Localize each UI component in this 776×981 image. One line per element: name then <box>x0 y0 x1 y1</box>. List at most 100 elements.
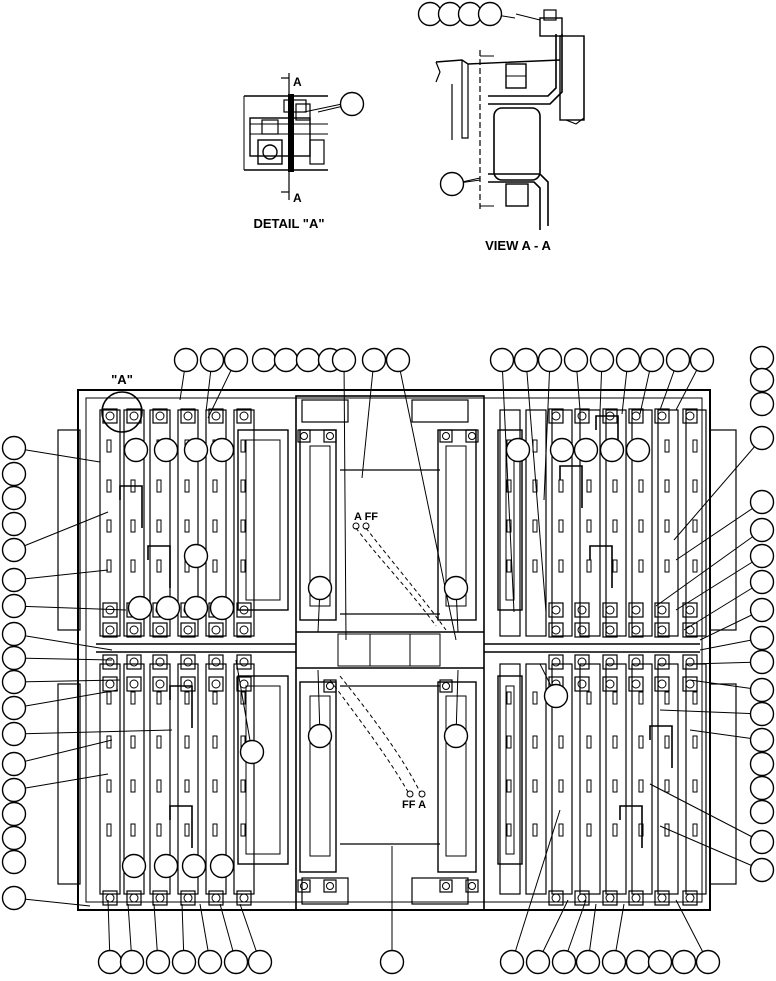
bolt <box>602 622 618 638</box>
callout-balloon <box>223 347 249 373</box>
slot <box>692 479 698 493</box>
callout-balloon <box>385 347 411 373</box>
side-panel-inner <box>245 439 281 601</box>
bolt <box>208 676 224 692</box>
callout-balloon <box>573 437 599 463</box>
bolt-hole <box>239 679 249 689</box>
callout-balloon <box>443 723 469 749</box>
slot <box>558 823 564 837</box>
side-bracket <box>709 683 737 885</box>
slot <box>664 735 670 749</box>
bolt <box>236 890 252 906</box>
bolt-hole <box>685 605 695 615</box>
contactor-strip <box>579 663 601 895</box>
bolt-hole <box>239 893 249 903</box>
callout-balloon <box>749 775 775 801</box>
bolt <box>548 622 564 638</box>
bolt <box>654 622 670 638</box>
callout-balloon <box>1 801 27 827</box>
contactor-strip <box>685 409 707 637</box>
slot <box>664 779 670 793</box>
slot <box>240 519 246 533</box>
bolt-hole <box>129 411 139 421</box>
bolt-hole <box>105 893 115 903</box>
bolt <box>152 654 168 670</box>
bolt-hole <box>577 605 587 615</box>
slot <box>130 519 136 533</box>
slot <box>532 779 538 793</box>
bolt <box>439 429 453 443</box>
callout-balloon <box>247 949 273 975</box>
slot <box>692 823 698 837</box>
bolt-hole <box>631 893 641 903</box>
callout-balloon <box>749 569 775 595</box>
bolt-hole <box>577 411 587 421</box>
slot <box>664 519 670 533</box>
slot <box>156 735 162 749</box>
view-aa-drawing <box>435 9 585 230</box>
leader-line <box>13 689 119 709</box>
slot <box>106 439 112 453</box>
bolt <box>323 879 337 893</box>
callout-balloon <box>183 543 209 569</box>
callout-balloon <box>183 437 209 463</box>
bolt-hole <box>577 657 587 667</box>
jumper <box>147 545 171 588</box>
leader-line <box>13 447 101 463</box>
slot <box>240 439 246 453</box>
bolt-hole <box>551 605 561 615</box>
slot <box>586 691 592 705</box>
slot <box>106 691 112 705</box>
leader-line <box>13 511 109 551</box>
bolt <box>152 890 168 906</box>
bolt <box>628 654 644 670</box>
bolt-hole <box>577 679 587 689</box>
detail-a-drawing <box>243 73 343 200</box>
slot <box>612 779 618 793</box>
bolt-hole <box>468 882 476 890</box>
bolt <box>682 622 698 638</box>
bolt-hole <box>129 657 139 667</box>
contactor-strip <box>499 409 521 637</box>
bolt <box>548 602 564 618</box>
slot <box>184 779 190 793</box>
slot <box>692 519 698 533</box>
bolt <box>208 890 224 906</box>
callout-balloon <box>443 575 469 601</box>
slot <box>506 735 512 749</box>
bolt-hole <box>605 893 615 903</box>
slot <box>664 559 670 573</box>
callout-balloon <box>589 347 615 373</box>
callout-balloon <box>1 567 27 593</box>
bolt <box>126 654 142 670</box>
slot <box>612 519 618 533</box>
callout-balloon <box>1 621 27 647</box>
leader-line <box>13 605 127 611</box>
jumper <box>559 465 583 508</box>
slot <box>106 735 112 749</box>
slot <box>692 691 698 705</box>
bolt <box>602 890 618 906</box>
bolt <box>465 429 479 443</box>
contactor-strip <box>631 663 653 895</box>
callout-balloon <box>251 347 277 373</box>
bolt-hole <box>326 682 334 690</box>
slot <box>638 691 644 705</box>
bolt-hole <box>155 893 165 903</box>
bolt <box>465 879 479 893</box>
callout-balloon <box>273 347 299 373</box>
leader-line <box>13 739 113 765</box>
slot <box>212 735 218 749</box>
slot <box>156 779 162 793</box>
slot <box>638 823 644 837</box>
slot <box>612 559 618 573</box>
callout-balloon <box>749 701 775 727</box>
slot <box>506 559 512 573</box>
callout-balloon <box>601 949 627 975</box>
bolt-hole <box>577 625 587 635</box>
bolt-hole <box>657 605 667 615</box>
bolt-hole <box>105 657 115 667</box>
slot <box>106 823 112 837</box>
callout-balloon <box>1 695 27 721</box>
